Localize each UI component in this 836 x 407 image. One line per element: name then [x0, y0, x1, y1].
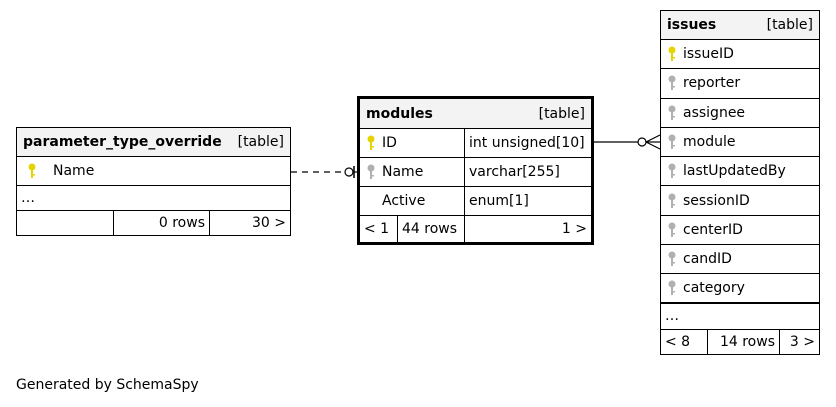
column-name: assignee — [683, 104, 746, 121]
table-footer: < 1 44 rows 1 > — [360, 216, 591, 242]
table-issues[interactable]: issues [table] issueID reporter assignee mo… — [660, 10, 820, 355]
column-row: Name varchar[255] — [360, 158, 591, 187]
column-name: category — [683, 280, 745, 297]
index-key-icon — [665, 280, 679, 296]
footer-children: 30 > — [209, 211, 290, 235]
column-row: centerID — [661, 216, 819, 246]
column-name: lastUpdatedBy — [683, 163, 786, 180]
ellipsis-row: … — [17, 186, 290, 211]
footer-row-count: 14 rows — [707, 329, 779, 354]
column-name: Name — [53, 163, 95, 179]
crowfoot-marker — [645, 134, 661, 143]
primary-key-icon — [364, 135, 378, 151]
column-name: issueID — [683, 46, 734, 63]
column-type: int unsigned[10] — [464, 129, 591, 157]
column-name: Active — [382, 193, 426, 209]
footer-row-count: 44 rows — [397, 216, 464, 242]
index-key-icon — [665, 75, 679, 91]
table-header: parameter_type_override [table] — [17, 128, 290, 157]
column-name: Name — [382, 164, 424, 180]
primary-key-icon — [665, 46, 679, 62]
column-row: reporter — [661, 69, 819, 99]
footer-parents — [17, 211, 113, 235]
column-name: ID — [382, 135, 397, 151]
ellipsis-row: … — [661, 304, 819, 330]
footer-row-count: 0 rows — [113, 211, 209, 235]
index-key-icon — [665, 105, 679, 121]
column-name: module — [683, 134, 736, 151]
generated-by-label: Generated by SchemaSpy — [16, 377, 199, 393]
column-name: reporter — [683, 75, 741, 92]
footer-children: 3 > — [779, 329, 819, 354]
footer-parents: < 1 — [364, 221, 390, 237]
column-row: candID — [661, 245, 819, 275]
table-kind: [table] — [237, 134, 284, 150]
column-row: issueID — [661, 40, 819, 70]
column-name: candID — [683, 251, 732, 268]
table-parameter-type-override[interactable]: parameter_type_override [table] Name … 0… — [16, 127, 291, 236]
column-row: lastUpdatedBy — [661, 157, 819, 187]
table-name: modules — [366, 105, 433, 122]
column-row: module — [661, 128, 819, 158]
column-row: Name — [17, 157, 290, 186]
column-row: sessionID — [661, 186, 819, 216]
column-type: varchar[255] — [464, 158, 591, 186]
table-modules[interactable]: modules [table] ID int unsigned[10] Name… — [357, 96, 594, 245]
column-name: centerID — [683, 221, 743, 238]
column-row: category — [661, 274, 819, 304]
table-name: parameter_type_override — [23, 134, 222, 150]
table-kind: [table] — [538, 105, 585, 122]
table-name: issues — [667, 17, 717, 33]
column-type: enum[1] — [464, 187, 591, 215]
column-row: ID int unsigned[10] — [360, 129, 591, 158]
table-footer: 0 rows 30 > — [17, 211, 290, 235]
zero-marker — [637, 137, 647, 147]
index-key-icon — [364, 164, 378, 180]
index-key-icon — [665, 222, 679, 238]
footer-parents: < 8 — [665, 333, 691, 350]
index-key-icon — [665, 134, 679, 150]
primary-key-icon — [25, 163, 39, 179]
column-name: sessionID — [683, 192, 750, 209]
ellipsis: … — [665, 308, 679, 325]
table-header: issues [table] — [661, 11, 819, 40]
index-key-icon — [665, 251, 679, 267]
index-key-icon — [665, 193, 679, 209]
table-footer: < 8 14 rows 3 > — [661, 329, 819, 354]
column-row: assignee — [661, 99, 819, 128]
table-kind: [table] — [766, 17, 813, 33]
ellipsis: … — [21, 190, 35, 206]
index-key-icon — [665, 163, 679, 179]
column-row: Active enum[1] — [360, 187, 591, 216]
footer-children: 1 > — [464, 216, 591, 242]
zero-marker — [344, 167, 354, 177]
table-header: modules [table] — [360, 99, 591, 129]
